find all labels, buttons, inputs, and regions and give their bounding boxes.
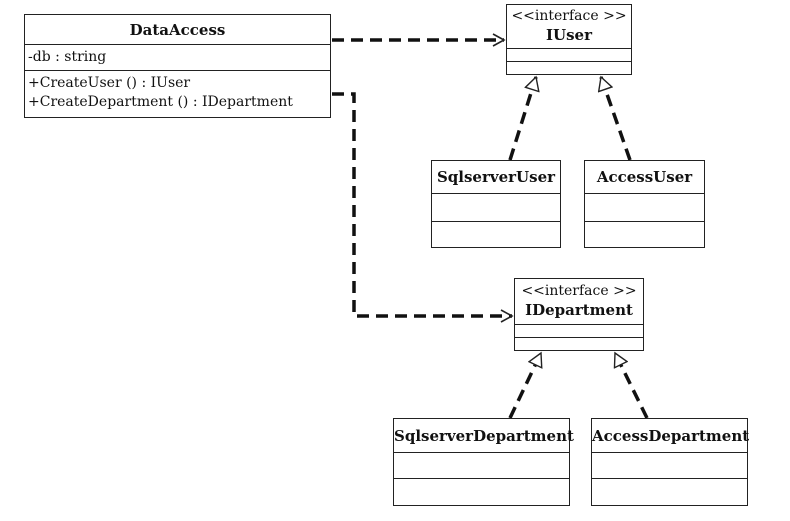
interface-iuser-name: IUser [546,26,592,44]
class-accessuser-attributes [585,194,704,222]
class-accessuser-name: AccessUser [585,161,704,194]
class-accessuser[interactable]: AccessUser [584,160,705,248]
class-sqlserveruser-attributes [432,194,560,222]
interface-iuser-stereotype: <<interface >> [511,8,627,24]
class-accessdepartment[interactable]: AccessDepartment [591,418,749,506]
realization-sqlserverdepartment-idepartment [508,353,543,419]
realization-accessdepartment-idepartment [613,353,649,419]
class-accessdepartment-name: AccessDepartment [592,419,749,453]
class-dataaccess-attributes: -db : string [25,45,330,71]
interface-idepartment[interactable]: <<interface >> IDepartment [514,278,644,351]
realization-accessuser-iuser [601,77,632,161]
interface-iuser-attributes [507,49,631,62]
operation-createdepartment: +CreateDepartment () : IDepartment [28,94,293,110]
interface-idepartment-stereotype: <<interface >> [521,283,637,299]
dependency-dataaccess-idepartment [332,92,514,323]
realization-sqlserveruser-iuser [508,77,536,161]
class-sqlserveruser[interactable]: SqlserverUser [431,160,561,248]
interface-idepartment-name: IDepartment [525,301,633,319]
interface-idepartment-attributes [515,325,643,338]
attribute-db: -db : string [28,49,107,65]
operation-createuser: +CreateUser () : IUser [28,75,191,91]
interface-idepartment-header: <<interface >> IDepartment [515,279,643,325]
class-accessdepartment-attributes [592,453,747,479]
interface-iuser-header: <<interface >> IUser [507,5,631,49]
class-sqlserveruser-name: SqlserverUser [432,161,560,194]
interface-iuser[interactable]: <<interface >> IUser [506,4,632,75]
class-sqlserverdepartment[interactable]: SqlserverDepartment [393,418,574,506]
class-dataaccess-operations: +CreateUser () : IUser +CreateDepartment… [25,71,330,112]
class-sqlserverdepartment-attributes [394,453,569,479]
class-sqlserverdepartment-name: SqlserverDepartment [394,419,574,453]
class-dataaccess[interactable]: DataAccess -db : string +CreateUser () :… [24,14,331,118]
class-dataaccess-name: DataAccess [25,15,330,45]
